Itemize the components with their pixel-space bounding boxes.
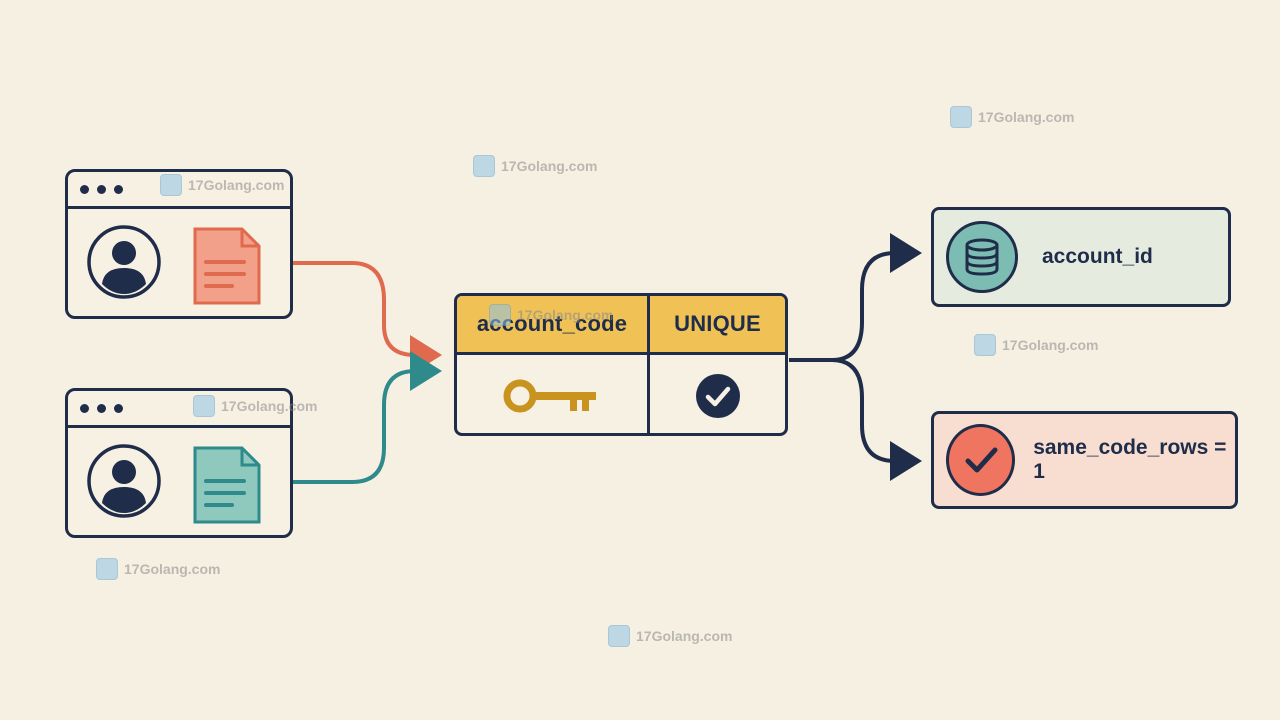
result-label: same_code_rows = 1 xyxy=(1033,436,1227,483)
database-badge xyxy=(946,221,1018,293)
window-dot xyxy=(80,403,89,413)
table-body-row xyxy=(457,355,785,433)
unique-constraint-table: account_code UNIQUE xyxy=(454,293,788,436)
table-cell-key xyxy=(457,355,650,433)
table-cell-check xyxy=(650,355,785,433)
watermark-logo-icon xyxy=(950,106,972,128)
branch-line-top xyxy=(789,233,922,362)
check-badge xyxy=(946,424,1016,496)
user-avatar-icon xyxy=(87,444,161,518)
window-dot xyxy=(114,184,123,194)
watermark: 17Golang.com xyxy=(473,155,597,177)
result-card-same-code-rows: same_code_rows = 1 xyxy=(931,411,1238,509)
flow-line-teal xyxy=(262,351,442,484)
watermark: 17Golang.com xyxy=(489,304,613,326)
user-avatar-icon xyxy=(87,225,161,299)
watermark: 17Golang.com xyxy=(160,174,284,196)
watermark-logo-icon xyxy=(974,334,996,356)
watermark-logo-icon xyxy=(489,304,511,326)
document-icon xyxy=(193,227,261,305)
watermark-text: 17Golang.com xyxy=(188,177,285,193)
watermark-text: 17Golang.com xyxy=(978,109,1075,125)
watermark: 17Golang.com xyxy=(96,558,220,580)
watermark-text: 17Golang.com xyxy=(636,628,733,644)
window-titlebar xyxy=(68,172,290,209)
watermark: 17Golang.com xyxy=(608,625,732,647)
watermark-text: 17Golang.com xyxy=(517,307,614,323)
window-dot xyxy=(114,403,123,413)
watermark-logo-icon xyxy=(160,174,182,196)
watermark: 17Golang.com xyxy=(950,106,1074,128)
constraint-name: UNIQUE xyxy=(674,311,761,336)
watermark-logo-icon xyxy=(193,395,215,417)
watermark: 17Golang.com xyxy=(193,395,317,417)
watermark-text: 17Golang.com xyxy=(1002,337,1099,353)
watermark-logo-icon xyxy=(96,558,118,580)
watermark-text: 17Golang.com xyxy=(221,398,318,414)
watermark-logo-icon xyxy=(608,625,630,647)
result-label: account_id xyxy=(1042,245,1153,268)
watermark-text: 17Golang.com xyxy=(124,561,221,577)
client-window-2 xyxy=(65,388,293,538)
flow-line-red xyxy=(262,261,442,375)
watermark-text: 17Golang.com xyxy=(501,158,598,174)
database-icon xyxy=(965,238,999,276)
document-icon xyxy=(193,446,261,524)
watermark-logo-icon xyxy=(473,155,495,177)
result-card-account-id: account_id xyxy=(931,207,1231,307)
branch-line-bottom xyxy=(789,358,922,481)
window-titlebar xyxy=(68,391,290,428)
key-icon xyxy=(503,379,596,412)
check-icon xyxy=(965,447,998,473)
watermark: 17Golang.com xyxy=(974,334,1098,356)
window-dot xyxy=(97,184,106,194)
table-header-cell-constraint: UNIQUE xyxy=(650,296,785,352)
window-dot xyxy=(97,403,106,413)
check-circle-icon xyxy=(695,373,740,418)
window-dot xyxy=(80,184,89,194)
